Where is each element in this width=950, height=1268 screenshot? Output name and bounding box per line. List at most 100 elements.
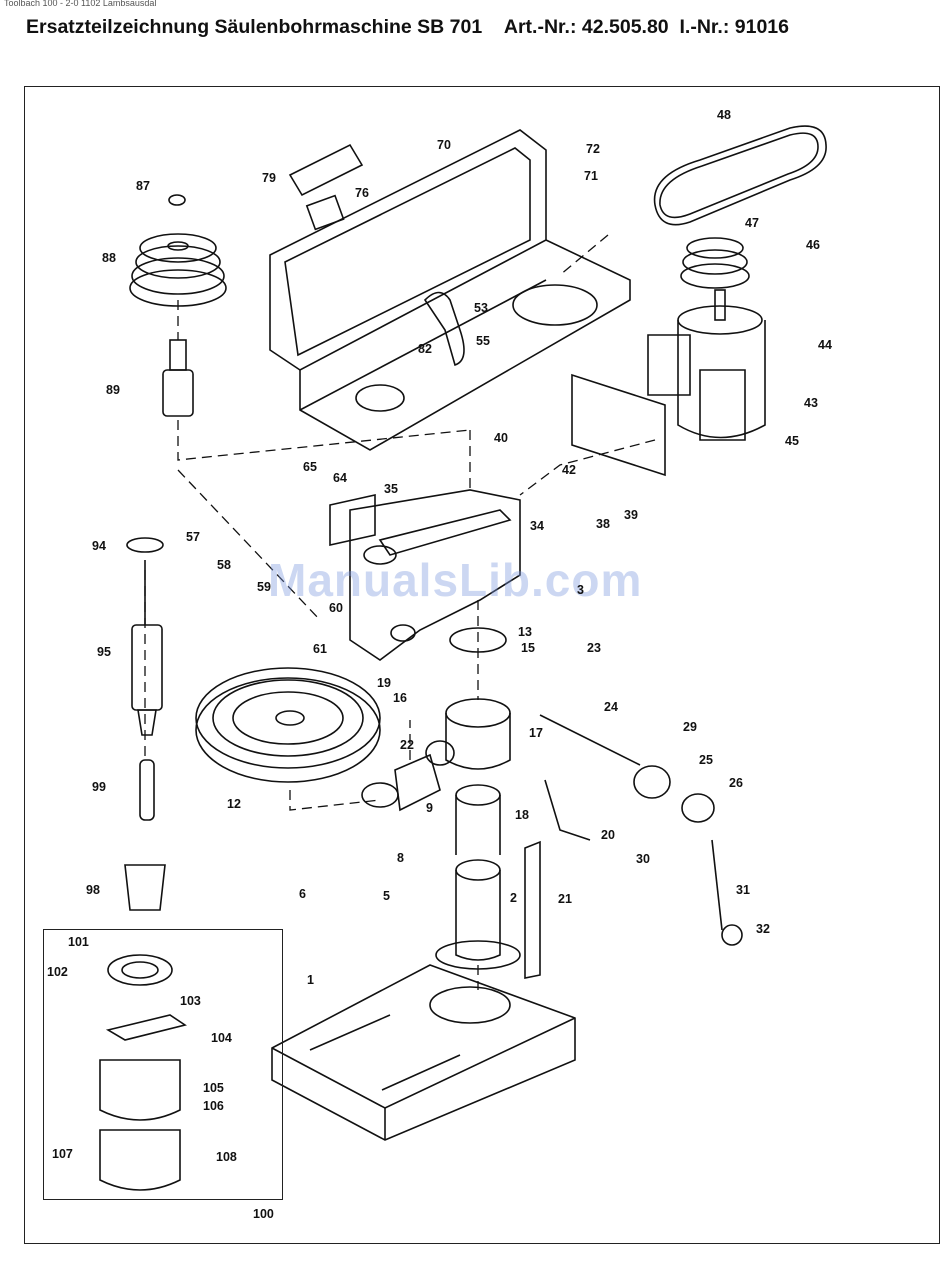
callout-47: 47	[745, 216, 759, 230]
callout-104: 104	[211, 1031, 232, 1045]
motor-drawing	[647, 289, 766, 441]
callout-8: 8	[397, 851, 404, 865]
callout-89: 89	[106, 383, 120, 397]
drawing-frame	[24, 86, 940, 1244]
callout-99: 99	[92, 780, 106, 794]
callout-22: 22	[400, 738, 414, 752]
base-drawing	[271, 964, 576, 1141]
table-bracket-drawing	[361, 698, 511, 812]
collar-drawing	[633, 765, 671, 799]
spindle-sleeve-drawing	[162, 339, 194, 417]
cover-plate-drawing	[288, 143, 364, 197]
callout-17: 17	[529, 726, 543, 740]
belt-guard-drawing	[269, 129, 631, 451]
callout-48: 48	[717, 108, 731, 122]
cropped-header-text: Toolbach 100 - 2-0 1102 Lambsausdal	[4, 0, 157, 8]
callout-57: 57	[186, 530, 200, 544]
ident-number: I.-Nr.: 91016	[679, 16, 789, 38]
callout-32: 32	[756, 922, 770, 936]
callout-105: 105	[203, 1081, 224, 1095]
callout-88: 88	[102, 251, 116, 265]
chuck-guard-drawing	[99, 954, 187, 1191]
callout-100: 100	[253, 1207, 274, 1221]
callout-71: 71	[584, 169, 598, 183]
rack-drawing	[524, 840, 541, 979]
callout-31: 31	[736, 883, 750, 897]
callout-72: 72	[586, 142, 600, 156]
callout-65: 65	[303, 460, 317, 474]
callout-15: 15	[521, 641, 535, 655]
callout-30: 30	[636, 852, 650, 866]
callout-64: 64	[333, 471, 347, 485]
callout-98: 98	[86, 883, 100, 897]
callout-26: 26	[729, 776, 743, 790]
callout-40: 40	[494, 431, 508, 445]
callout-34: 34	[530, 519, 544, 533]
callout-42: 42	[562, 463, 576, 477]
motor-pulley-drawing	[680, 237, 750, 289]
callout-18: 18	[515, 808, 529, 822]
watermark: ManualsLib.com	[268, 554, 643, 606]
work-table-drawing	[195, 667, 381, 783]
spindle-drawing	[124, 537, 166, 911]
callout-16: 16	[393, 691, 407, 705]
spindle-pulley-drawing	[129, 194, 227, 307]
head-casting-drawing	[349, 489, 521, 661]
callout-82: 82	[418, 342, 432, 356]
callout-103: 103	[180, 994, 201, 1008]
callout-87: 87	[136, 179, 150, 193]
column-drawing	[435, 784, 521, 970]
callout-24: 24	[604, 700, 618, 714]
v-belt-drawing	[653, 125, 827, 226]
v-belt-inner-drawing	[659, 132, 819, 219]
callout-108: 108	[216, 1150, 237, 1164]
callout-107: 107	[52, 1147, 73, 1161]
callout-101: 101	[68, 935, 89, 949]
callout-44: 44	[818, 338, 832, 352]
handle-rod-drawing	[711, 839, 723, 931]
callout-19: 19	[377, 676, 391, 690]
crank-drawing	[544, 779, 591, 841]
callout-58: 58	[217, 558, 231, 572]
callout-43: 43	[804, 396, 818, 410]
spring-cap-drawing	[681, 793, 715, 823]
callout-76: 76	[355, 186, 369, 200]
callout-2: 2	[510, 891, 517, 905]
callout-61: 61	[313, 642, 327, 656]
handle-knob-drawing	[721, 924, 743, 946]
callout-3: 3	[577, 583, 584, 597]
switch-drawing	[329, 494, 376, 546]
shaft-drawing	[539, 714, 641, 766]
callout-29: 29	[683, 720, 697, 734]
callout-38: 38	[596, 517, 610, 531]
callout-6: 6	[299, 887, 306, 901]
callout-12: 12	[227, 797, 241, 811]
motor-plate-drawing	[571, 373, 666, 477]
callout-45: 45	[785, 434, 799, 448]
callout-79: 79	[262, 171, 276, 185]
callout-94: 94	[92, 539, 106, 553]
callout-20: 20	[601, 828, 615, 842]
callout-39: 39	[624, 508, 638, 522]
callout-102: 102	[47, 965, 68, 979]
callout-5: 5	[383, 889, 390, 903]
callout-46: 46	[806, 238, 820, 252]
callout-70: 70	[437, 138, 451, 152]
callout-35: 35	[384, 482, 398, 496]
callout-59: 59	[257, 580, 271, 594]
callout-23: 23	[587, 641, 601, 655]
callout-1: 1	[307, 973, 314, 987]
callout-9: 9	[426, 801, 433, 815]
callout-25: 25	[699, 753, 713, 767]
callout-21: 21	[558, 892, 572, 906]
chuck-guard-inset-frame	[43, 929, 283, 1200]
page-header: Ersatzteilzeichnung Säulenbohrmaschine S…	[26, 16, 936, 39]
callout-13: 13	[518, 625, 532, 639]
callout-60: 60	[329, 601, 343, 615]
article-number: Art.-Nr.: 42.505.80	[503, 16, 669, 38]
callout-55: 55	[476, 334, 490, 348]
callout-106: 106	[203, 1099, 224, 1113]
callout-95: 95	[97, 645, 111, 659]
drawing-title: Ersatzteilzeichnung Säulenbohrmaschine S…	[26, 16, 483, 38]
